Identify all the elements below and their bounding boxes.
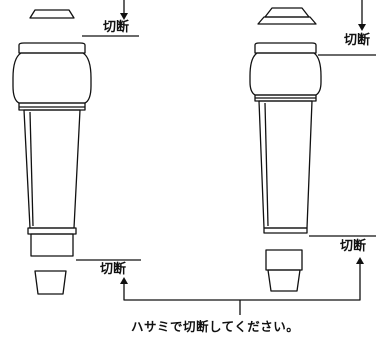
instruction-caption: ハサミで切断してください。 (131, 319, 300, 334)
left-body (12, 52, 92, 104)
right-collar (254, 42, 317, 54)
cut-label-top-right: 切断 (344, 33, 371, 48)
left-ring-1 (18, 102, 86, 111)
left-lower-band-1 (27, 227, 77, 235)
right-grip-part (249, 7, 322, 292)
cut-label-bottom-left: 切断 (100, 262, 127, 277)
right-lower-band (263, 227, 308, 234)
bracket-arrow (123, 262, 361, 301)
left-grip-part (12, 9, 92, 295)
right-top-cap-lower (257, 16, 317, 25)
right-taper-inner (264, 102, 269, 227)
arrow-bottom-left-head (120, 277, 128, 284)
cut-label-bottom-right: 切断 (340, 239, 367, 254)
right-ring-1 (254, 94, 317, 102)
left-taper-inner (29, 111, 34, 227)
left-top-cap (29, 9, 75, 19)
arrow-bottom-right-head (356, 257, 364, 264)
left-bottom-piece (34, 270, 67, 295)
arrow-top-left-head (120, 13, 128, 20)
right-top-cap-upper (264, 7, 310, 18)
left-lower-band-2 (30, 233, 74, 257)
right-bottom-piece-lower (267, 269, 301, 292)
right-body (249, 52, 322, 96)
right-bottom-piece-upper (265, 249, 303, 271)
cut-label-top-left: 切断 (103, 20, 130, 35)
arrow-top-right-head (358, 24, 366, 31)
left-collar (18, 42, 86, 54)
